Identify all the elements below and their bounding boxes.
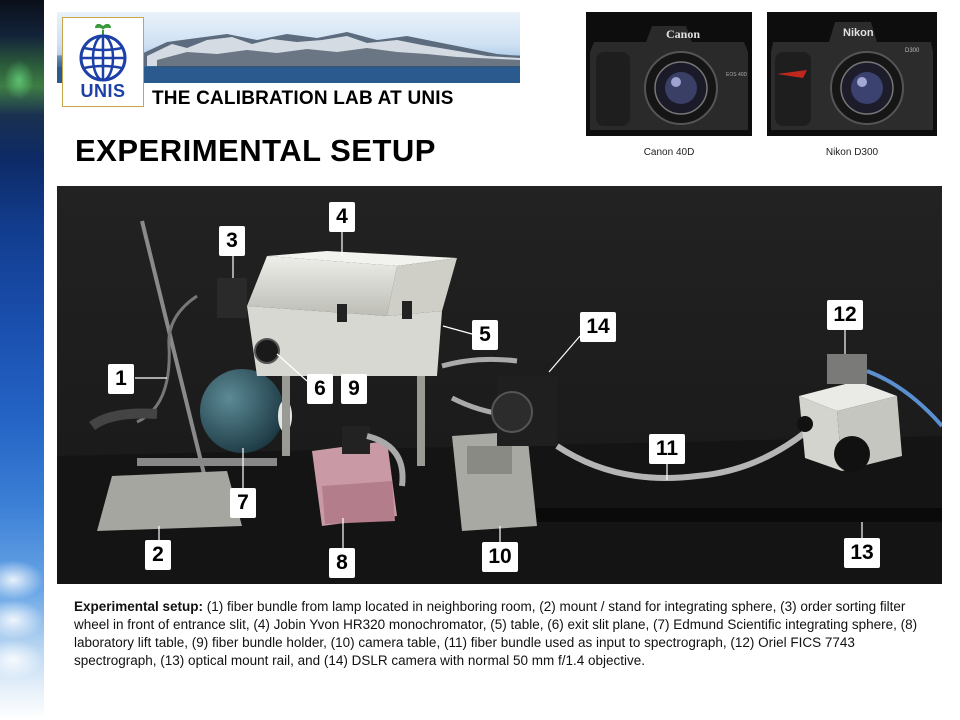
- callout-label: 11: [649, 434, 685, 464]
- brand-label: Nikon: [843, 27, 874, 39]
- callout-label: 6: [307, 374, 333, 404]
- caption-lead: Experimental setup:: [74, 599, 204, 614]
- cloud-decoration: [0, 640, 44, 680]
- cloud-decoration: [0, 600, 44, 640]
- callout-label: 3: [219, 226, 245, 256]
- callout-label: 9: [341, 374, 367, 404]
- callout-label: 14: [580, 312, 616, 342]
- left-decorative-strip: [0, 0, 44, 720]
- aurora-glow: [4, 60, 34, 100]
- brand-label: Canon: [666, 27, 700, 41]
- model-badge: EOS 40D: [726, 72, 748, 78]
- unis-logo: UNIS: [62, 17, 144, 107]
- experimental-setup-photo: 1 2 3 4 5 6 7 8 9 10 11 12 13 14: [57, 186, 942, 584]
- callout-label: 10: [482, 542, 518, 572]
- camera-caption: Canon 40D: [643, 147, 695, 158]
- figure-caption: Experimental setup: (1) fiber bundle fro…: [74, 598, 924, 670]
- mountain-landscape: [57, 32, 520, 83]
- callout-label: 12: [827, 300, 863, 330]
- apparatus-illustration: [57, 186, 942, 584]
- callout-label: 1: [108, 364, 134, 394]
- lab-title: THE CALIBRATION LAB AT UNIS: [152, 88, 454, 109]
- logo-text: UNIS: [80, 81, 126, 101]
- callout-label: 2: [145, 540, 171, 570]
- callout-label: 13: [844, 538, 880, 568]
- callout-label: 4: [329, 202, 355, 232]
- globe-icon: [79, 23, 127, 82]
- cloud-decoration: [0, 560, 44, 600]
- callout-label: 8: [329, 548, 355, 578]
- nikon-camera-photo: Nikon D300: [767, 12, 937, 136]
- camera-icon: Canon EOS 40D: [586, 12, 752, 136]
- camera-icon: Nikon D300: [767, 12, 937, 136]
- caption-text: (1) fiber bundle from lamp located in ne…: [74, 599, 918, 668]
- canon-camera-photo: Canon EOS 40D: [586, 12, 752, 136]
- callout-label: 7: [230, 488, 256, 518]
- page-title: EXPERIMENTAL SETUP: [75, 133, 436, 168]
- callout-label: 5: [472, 320, 498, 350]
- camera-caption: Nikon D300: [825, 147, 879, 158]
- model-badge: D300: [905, 48, 920, 54]
